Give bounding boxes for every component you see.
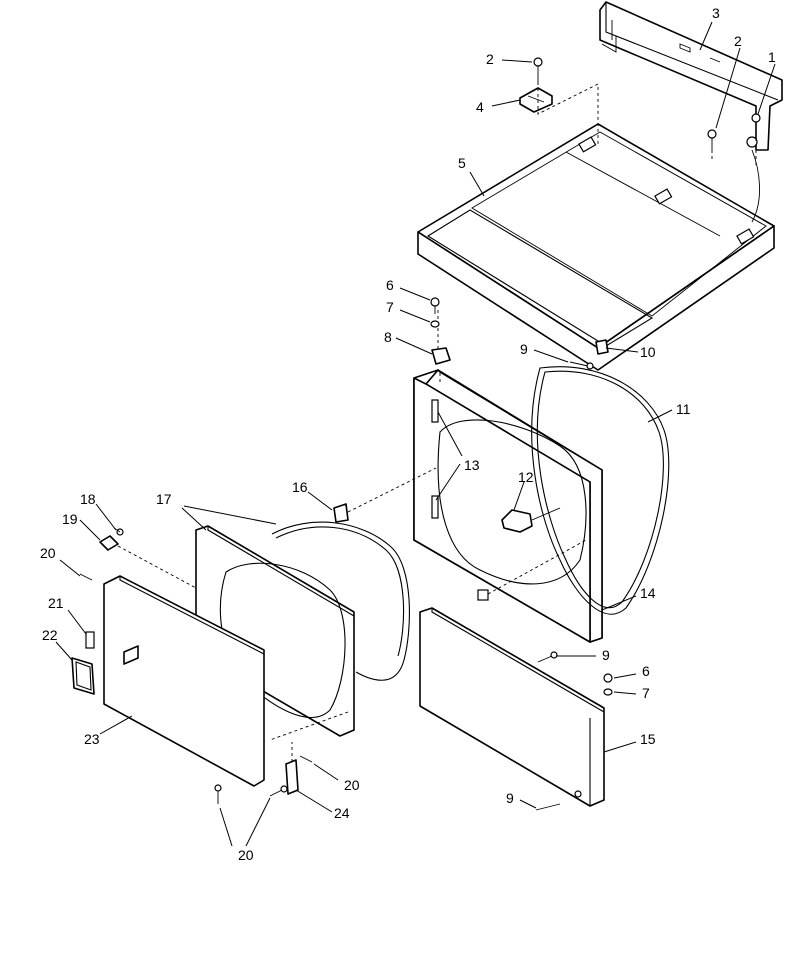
- part-9-screw-middle: [537, 651, 558, 663]
- callout-20b: 20: [344, 777, 360, 793]
- part-13-stop-lower: [477, 589, 489, 601]
- callout-2b: 2: [486, 51, 494, 67]
- part-3-rear-bracket: [599, 1, 783, 151]
- part-9-screw-upper: [569, 361, 594, 370]
- callout-6a: 6: [386, 277, 394, 293]
- part-2-screw-a: [533, 57, 543, 82]
- callout-23: 23: [84, 731, 100, 747]
- callout-16: 16: [292, 479, 308, 495]
- callout-2a: 2: [734, 33, 742, 49]
- part-24-hinge: [285, 742, 299, 795]
- callout-14: 14: [640, 585, 656, 601]
- callout-5: 5: [458, 155, 466, 171]
- callout-4: 4: [476, 99, 484, 115]
- part-15-lower-panel: [419, 607, 605, 807]
- callout-11: 11: [676, 401, 691, 417]
- callout-9a: 9: [520, 341, 528, 357]
- callout-8: 8: [384, 329, 392, 345]
- callout-21: 21: [48, 595, 64, 611]
- callout-1: 1: [768, 49, 776, 65]
- part-20-screw-c: [214, 784, 222, 804]
- part-7-washer-lower: [603, 688, 613, 696]
- callout-13: 13: [464, 457, 480, 473]
- part-6-screw-lower: [603, 673, 613, 683]
- part-9-screw-lower: [535, 803, 561, 811]
- part-10-bracket: [595, 339, 609, 355]
- callout-9c: 9: [506, 790, 514, 806]
- callout-10: 10: [640, 344, 656, 360]
- callout-20a: 20: [40, 545, 56, 561]
- callout-15: 15: [640, 731, 656, 747]
- callout-17: 17: [156, 491, 172, 507]
- callout-22: 22: [42, 627, 58, 643]
- part-20-screw-a: [79, 573, 93, 581]
- part-20-screw-d: [269, 785, 288, 797]
- callout-labels: 1 2 2 3 4 5 6 7 8 9 10 11 12 13 14 9 6 7…: [40, 5, 776, 863]
- part-1-screw: [751, 113, 761, 132]
- callout-18: 18: [80, 491, 96, 507]
- callout-19: 19: [62, 511, 78, 527]
- part-19-latch: [99, 535, 197, 589]
- callout-7b: 7: [642, 685, 650, 701]
- part-13-hidden-line: [487, 539, 587, 595]
- callout-20c: 20: [238, 847, 254, 863]
- part-22-handle: [71, 657, 95, 695]
- part-14-front-panel: [413, 310, 603, 643]
- part-16-clip: [333, 467, 437, 523]
- part-7-washer-upper: [430, 320, 440, 328]
- part-4-bracket: [519, 87, 553, 113]
- part-21-insert: [85, 631, 95, 649]
- part-5-top-panel: [417, 123, 775, 371]
- callout-6b: 6: [642, 663, 650, 679]
- callout-12: 12: [518, 469, 534, 485]
- callout-7a: 7: [386, 299, 394, 315]
- part-11-gasket: [531, 366, 670, 615]
- part-8-clip-upper: [431, 347, 451, 365]
- callout-24: 24: [334, 805, 350, 821]
- leader-lines: [55, 21, 776, 847]
- part-2-screw-b: [707, 129, 717, 150]
- part-20-screw-b: [299, 755, 313, 763]
- part-12-switch: [501, 507, 561, 533]
- callout-9b: 9: [602, 647, 610, 663]
- part-23-outer-door: [103, 575, 265, 787]
- part-6-screw-upper: [430, 297, 440, 314]
- callout-3: 3: [712, 5, 720, 21]
